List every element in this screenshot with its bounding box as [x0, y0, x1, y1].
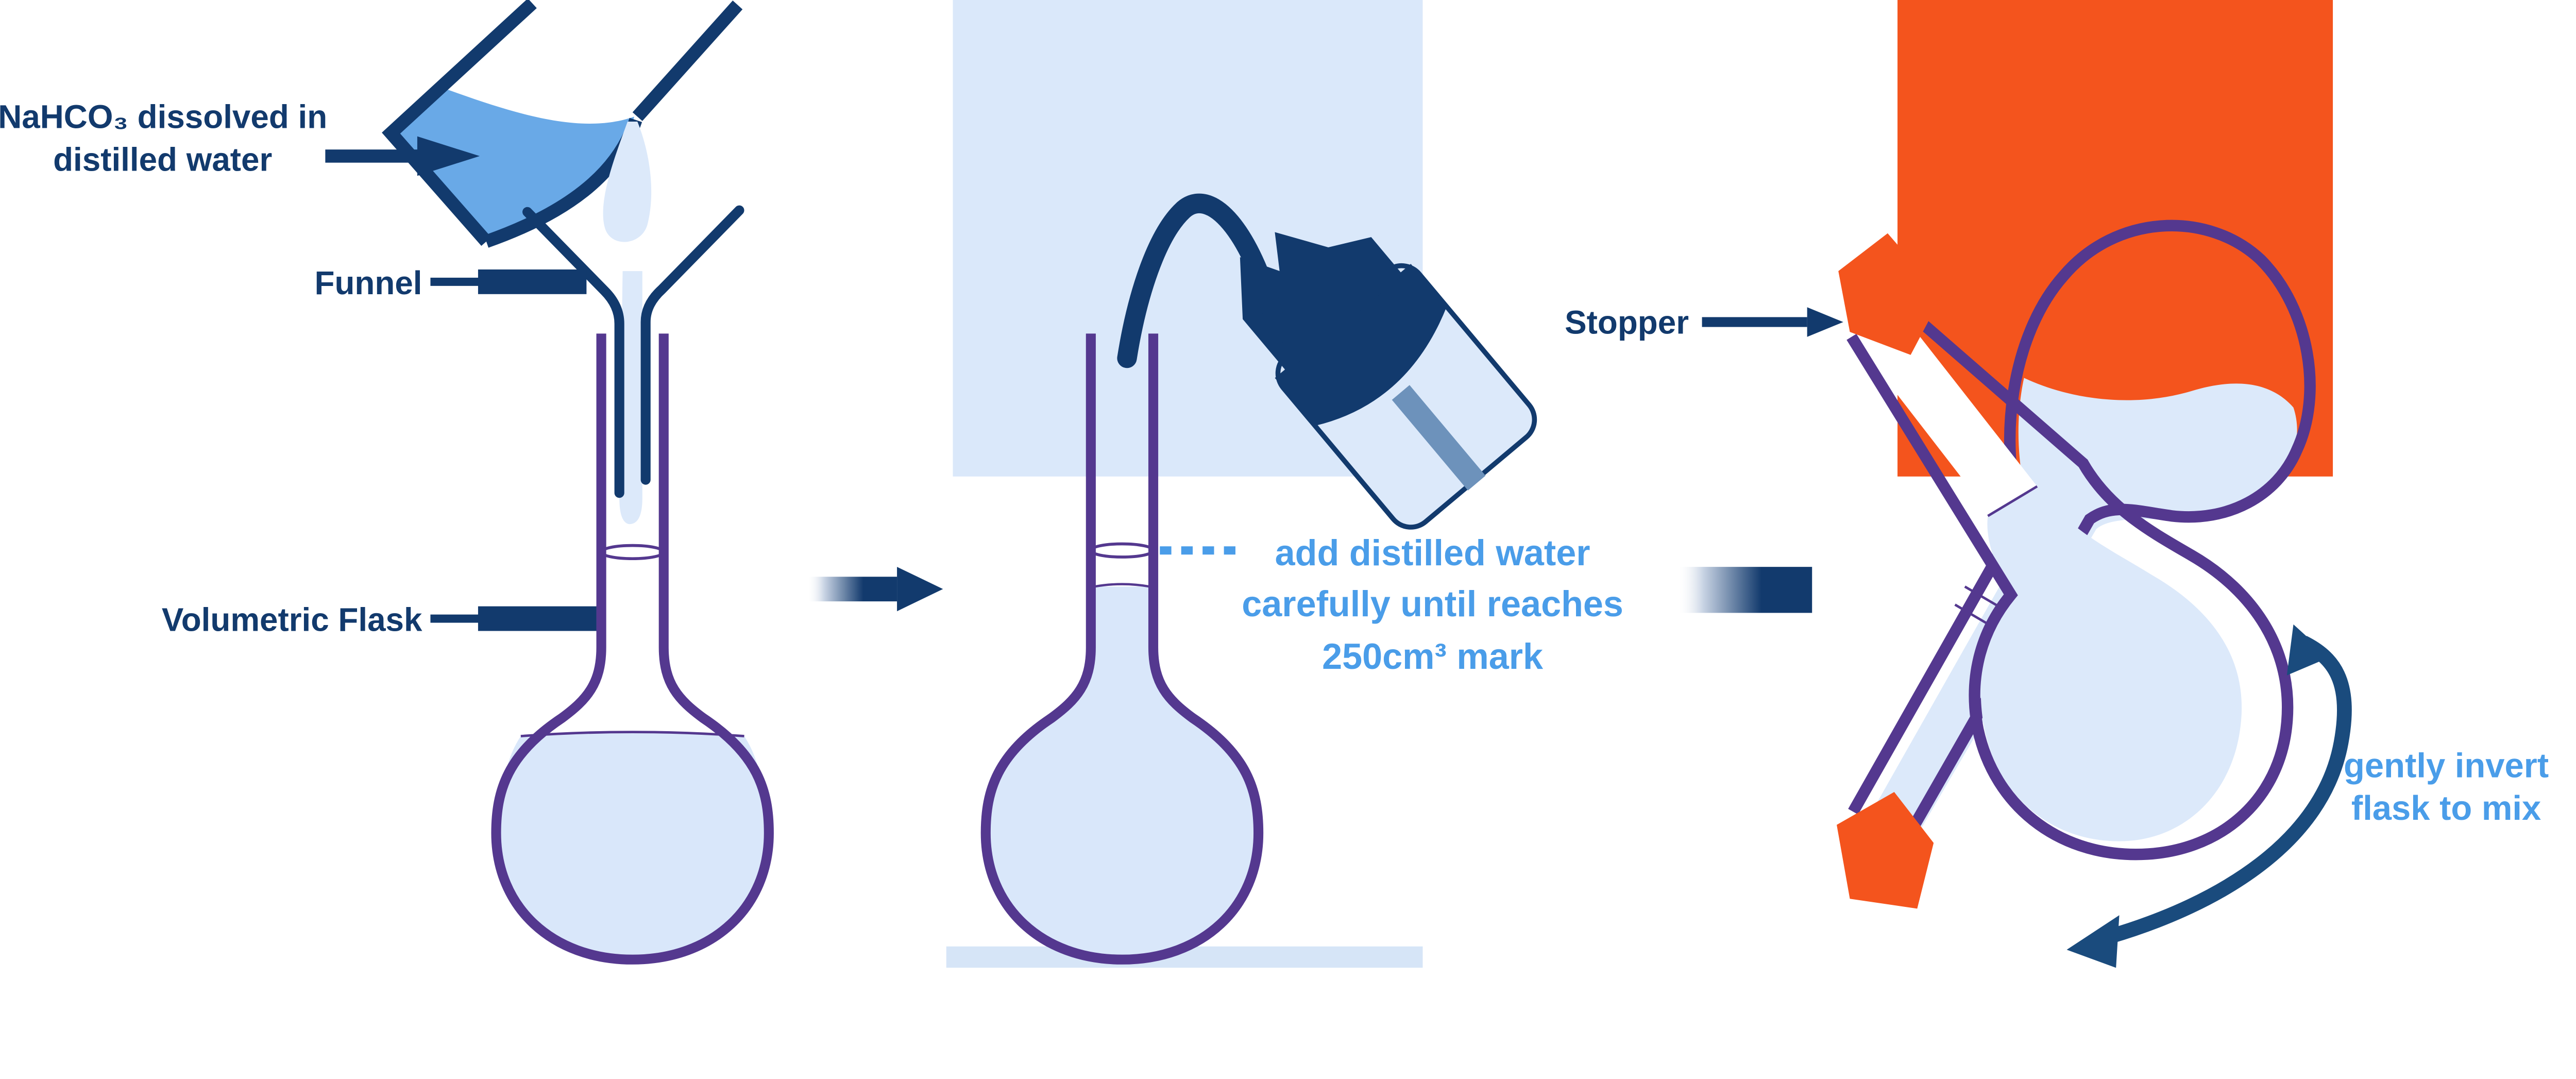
flask1-graduation-mark	[600, 544, 666, 561]
step-arrow-2	[1679, 567, 1812, 613]
stage2-note-line1: add distilled water	[1275, 532, 1590, 573]
stage2-filling: add distilled water carefully until reac…	[980, 193, 1623, 965]
funnel	[522, 205, 744, 525]
wash-bottle-spout	[1117, 193, 1288, 368]
stopper-top	[1838, 233, 1942, 355]
volumetric-flask-stage1	[491, 333, 774, 965]
stopper-arrow-icon	[1702, 307, 1843, 337]
diagram-canvas: NaHCO₃ dissolved in distilled water Funn…	[0, 0, 2549, 968]
pour-stream	[603, 121, 652, 242]
stage2-note-line3: 250cm³ mark	[1322, 636, 1544, 677]
flask2-liquid-surface	[1094, 583, 1150, 588]
flask1-liquid	[499, 732, 766, 955]
beaker	[382, 0, 743, 248]
upright-flask-outline	[1846, 305, 2294, 861]
beaker-wall-right	[632, 1, 743, 121]
stage3-note-line2: flask to mix	[2351, 789, 2541, 828]
flask2-liquid	[989, 586, 1256, 955]
upright-flask-liquid	[1980, 486, 2242, 841]
wash-bottle-dip-tube	[1392, 385, 1486, 491]
upright-flask-liquid-surface	[1987, 485, 2038, 517]
flask2-graduation-mark	[1089, 542, 1155, 559]
funnel-pointer-line	[430, 269, 587, 294]
upright-flask	[1838, 233, 2294, 861]
inverted-flask-outline	[1848, 220, 2316, 838]
volumetric-flask-label: Volumetric Flask	[162, 601, 422, 638]
nahco3-label-line2: distilled water	[53, 141, 272, 178]
stage2-note-line2: carefully until reaches	[1242, 583, 1623, 624]
funnel-right-edge	[640, 205, 744, 485]
wash-bottle	[1117, 193, 1537, 530]
funnel-stream	[619, 271, 642, 525]
flask1-outline	[491, 333, 774, 965]
flask1-liquid-surface	[520, 731, 744, 737]
stopper-label: Stopper	[1565, 304, 1689, 341]
stage3-inverting: Stopper gently invert flask to mix	[1565, 220, 2549, 968]
beaker-wall-left	[382, 0, 537, 246]
beaker-liquid	[391, 89, 634, 240]
stage3-labels: Stopper gently invert flask to mix	[1565, 304, 2549, 828]
wash-bottle-shoulder	[1275, 264, 1447, 426]
stage1-pouring: NaHCO₃ dissolved in distilled water Funn…	[0, 0, 774, 965]
nahco3-arrow-icon	[325, 136, 480, 176]
step-arrow-1	[808, 567, 943, 612]
procedure-diagram: NaHCO₃ dissolved in distilled water Funn…	[0, 0, 2549, 968]
flask-pointer-line	[430, 606, 597, 631]
stopper-bottom	[1837, 791, 1934, 909]
nahco3-label-line1: NaHCO₃ dissolved in	[0, 98, 327, 136]
funnel-label: Funnel	[315, 264, 422, 301]
invert-arrow-icon	[2066, 624, 2352, 968]
funnel-left-edge	[522, 207, 624, 498]
volumetric-flask-stage2	[980, 333, 1264, 965]
upright-flask-neck-empty	[1856, 312, 2038, 516]
stage3-note-line1: gently invert	[2344, 746, 2549, 785]
flask2-outline	[980, 333, 1264, 965]
stage1-labels: NaHCO₃ dissolved in distilled water Funn…	[0, 98, 597, 638]
stage2-note: add distilled water carefully until reac…	[1160, 532, 1623, 677]
